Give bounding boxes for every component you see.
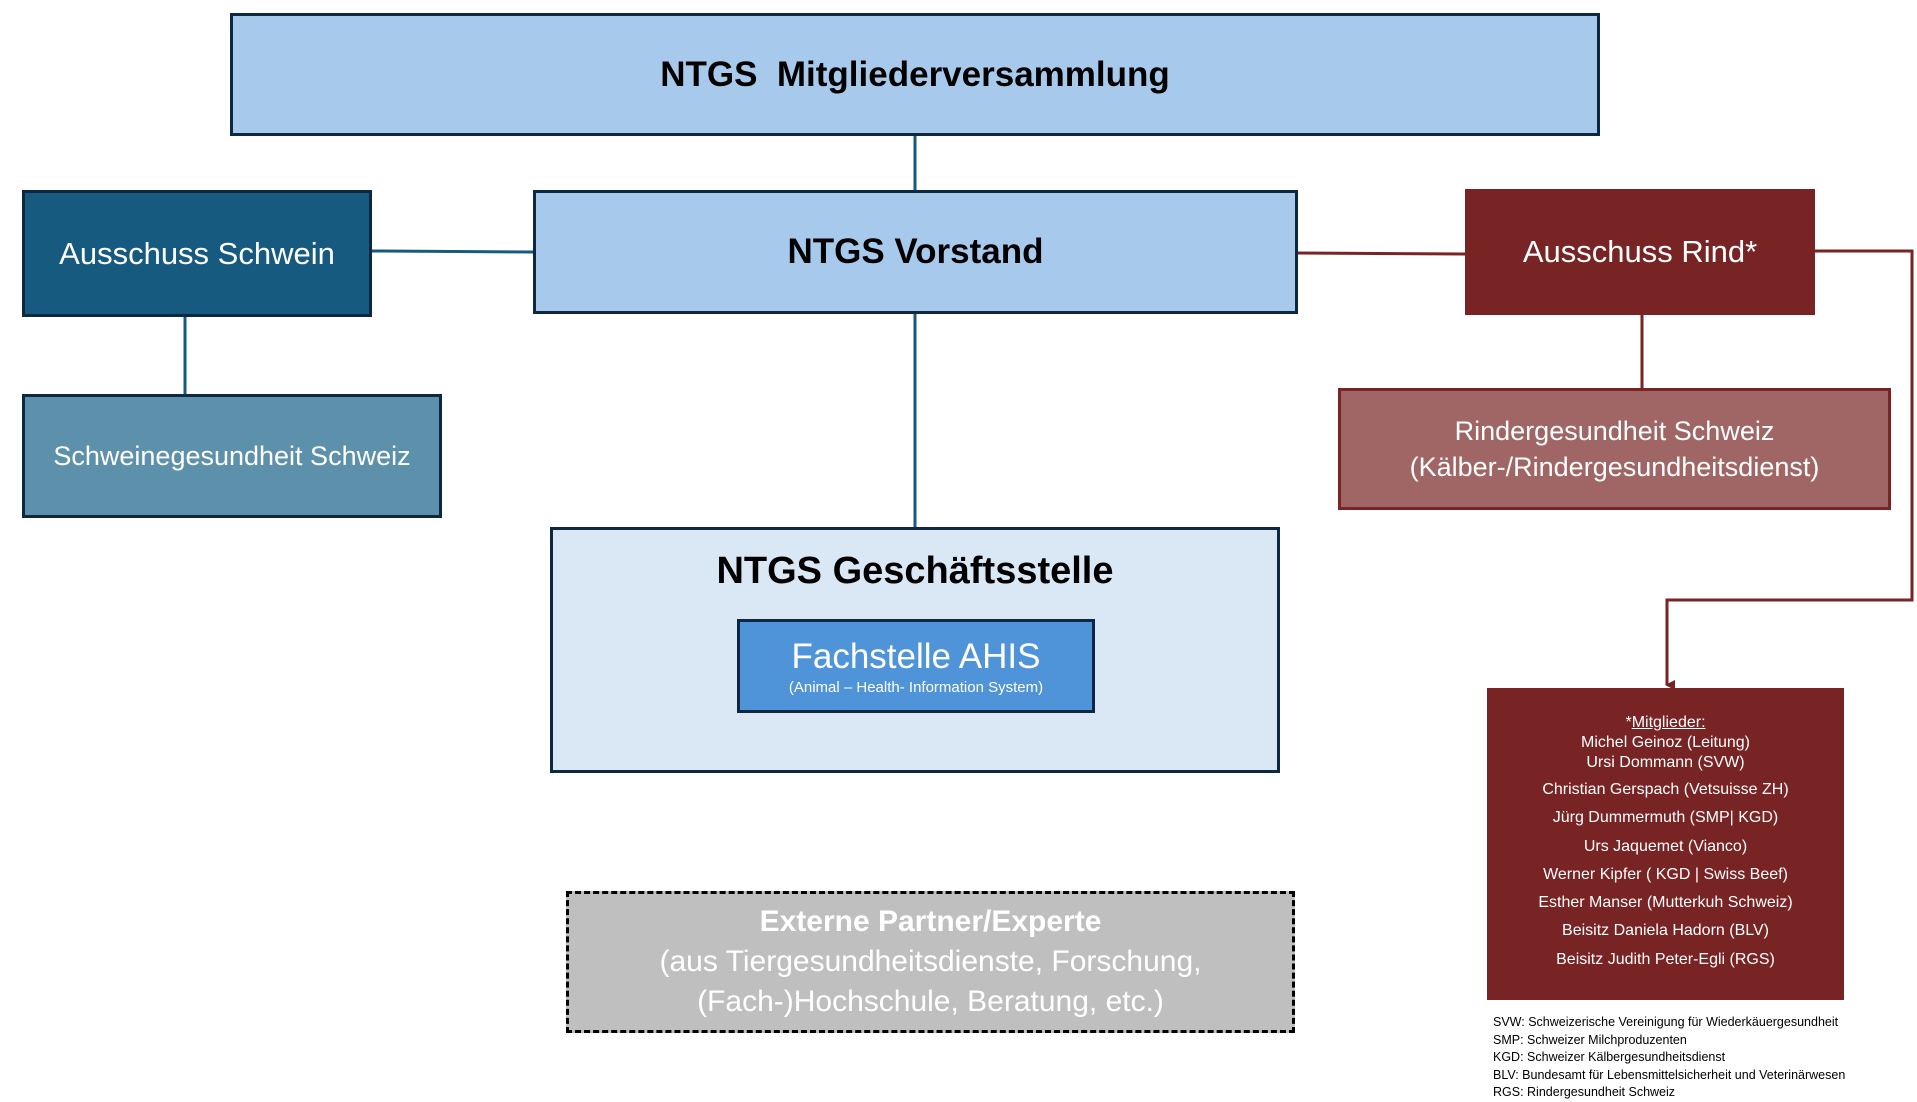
vorstand-box: NTGS Vorstand <box>533 190 1298 314</box>
abkuerzung-item: SVW: Schweizerische Vereinigung für Wied… <box>1493 1015 1839 1029</box>
mitglied-item: Ursi Dommann (SVW) <box>1586 754 1745 771</box>
mitglieder-asterisk: * <box>1625 714 1632 731</box>
rindergesundheit-box: Rindergesundheit Schweiz (Kälber-/Rinder… <box>1338 388 1891 510</box>
mitglied-item: Beisitz Judith Peter-Egli (RGS) <box>1556 951 1775 968</box>
abkuerzung-item: BLV: Bundesamt für Lebensmittelsicherhei… <box>1493 1067 1846 1082</box>
geschaeftsstelle-label: NTGS Geschäftsstelle <box>716 550 1114 592</box>
abkuerzung-item: SMP: Schweizer Milchproduzenten <box>1493 1032 1687 1047</box>
mitglied-item: Christian Gerspach (Vetsuisse ZH) <box>1542 781 1789 798</box>
mitgliederversammlung-label: NTGS Mitgliederversammlung <box>660 54 1170 94</box>
ausschuss-schwein-box: Ausschuss Schwein <box>22 190 372 317</box>
mitglied-item: Jürg Dummermuth (SMP| KGD) <box>1552 809 1779 826</box>
externe-partner-title: Externe Partner/Experte <box>759 905 1102 938</box>
externe-partner-line2: (aus Tiergesundheitsdienste, Forschung, <box>659 945 1202 978</box>
ausschuss-rind-box: Ausschuss Rind* <box>1465 189 1815 315</box>
mitglied-item: Michel Geinoz (Leitung) <box>1581 734 1750 751</box>
abkuerzung-item: KGD: Schweizer Kälbergesundheitsdienst <box>1493 1050 1726 1064</box>
mitglied-item: Esther Manser (Mutterkuh Schweiz) <box>1538 894 1793 911</box>
ausschuss-schwein-label: Ausschuss Schwein <box>59 235 335 271</box>
rindergesundheit-line1: Rindergesundheit Schweiz <box>1454 416 1775 446</box>
ausschuss-rind-label: Ausschuss Rind* <box>1522 234 1758 269</box>
fachstelle-ahis-box: Fachstelle AHIS (Animal – Health- Inform… <box>737 619 1095 713</box>
externe-partner-line3: (Fach-)Hochschule, Beratung, etc.) <box>697 985 1164 1018</box>
connector-schwein-vorstand <box>371 249 534 254</box>
mitglieder-heading: *Mitglieder: <box>1625 713 1705 733</box>
schweinegesundheit-label: Schweinegesundheit Schweiz <box>53 440 411 471</box>
externe-partner-box: Externe Partner/Experte (aus Tiergesundh… <box>566 891 1295 1033</box>
connector-vorstand-rind <box>1297 251 1466 256</box>
mitglied-item: Urs Jaquemet (Vianco) <box>1583 838 1748 855</box>
mitglieder-heading-text: Mitglieder: <box>1631 714 1706 731</box>
schweinegesundheit-box: Schweinegesundheit Schweiz <box>22 394 442 518</box>
rindergesundheit-line2: (Kälber-/Rindergesundheitsdienst) <box>1409 452 1820 482</box>
abkuerzung-item: RGS: Rindergesundheit Schweiz <box>1493 1085 1676 1099</box>
mitglied-item: Beisitz Daniela Hadorn (BLV) <box>1562 922 1769 939</box>
fachstelle-ahis-title: Fachstelle AHIS <box>791 636 1041 676</box>
mitglieder-box: *Mitglieder: Michel Geinoz (Leitung) Urs… <box>1487 688 1844 1000</box>
mitgliederversammlung-box: NTGS Mitgliederversammlung <box>230 13 1600 136</box>
connector-rind-mitglieder-arrow <box>1665 249 1914 690</box>
abkuerzungen-legend: SVW: Schweizerische Vereinigung für Wied… <box>1493 1014 1913 1102</box>
mitglied-item: Werner Kipfer ( KGD | Swiss Beef) <box>1543 866 1788 883</box>
fachstelle-ahis-subtitle: (Animal – Health- Information System) <box>788 678 1044 696</box>
vorstand-label: NTGS Vorstand <box>787 232 1044 271</box>
